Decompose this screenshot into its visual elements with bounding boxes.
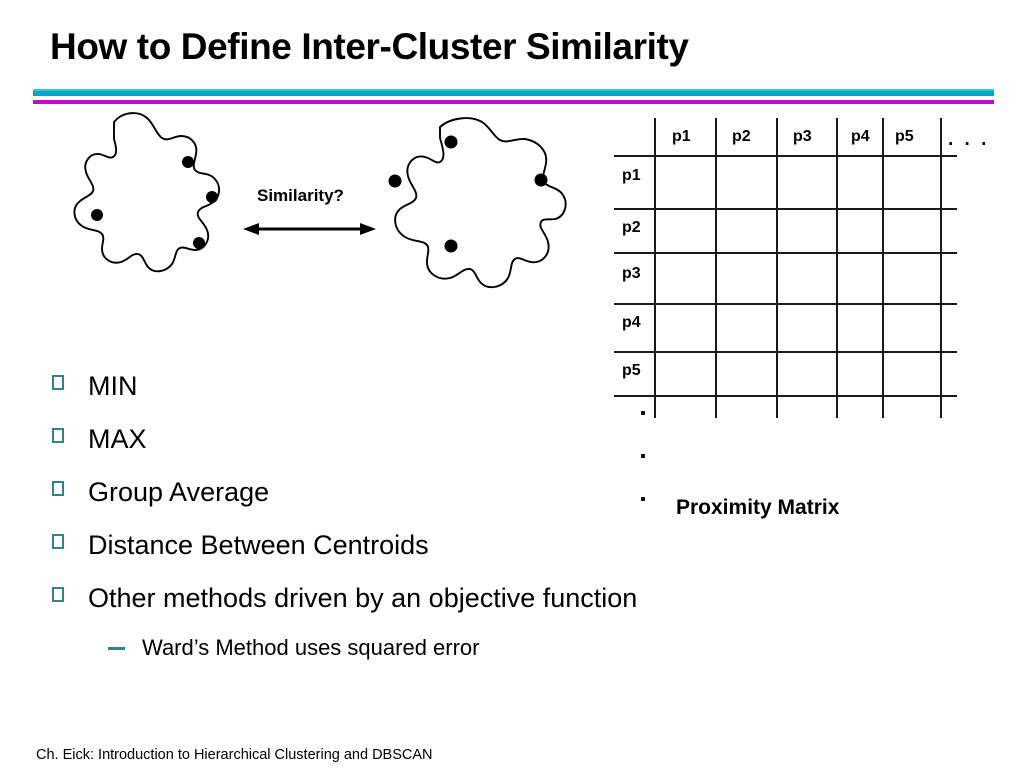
- matrix-gridline-horizontal: [614, 252, 957, 254]
- matrix-gridline-horizontal: [614, 155, 957, 157]
- list-item: Other methods driven by an objective fun…: [52, 578, 692, 619]
- list-item: MIN: [52, 366, 692, 407]
- matrix-row-ellipsis-dot: [641, 497, 645, 501]
- list-item: Group Average: [52, 472, 692, 513]
- matrix-gridline-horizontal: [614, 395, 957, 397]
- proximity-matrix-caption: Proximity Matrix: [676, 496, 840, 519]
- cluster-point: [193, 237, 205, 249]
- list-item-label: Other methods driven by an objective fun…: [88, 583, 638, 614]
- double-headed-arrow-icon: [243, 218, 376, 245]
- matrix-column-header-p3: p3: [793, 128, 812, 145]
- similarity-label: Similarity?: [257, 186, 344, 205]
- list-item: MAX: [52, 419, 692, 460]
- sub-list-item: Ward’s Method uses squared error: [108, 631, 692, 664]
- list-item-label: Group Average: [88, 477, 270, 508]
- divider: [33, 89, 994, 107]
- dash-bullet-icon: [108, 647, 125, 651]
- proximity-matrix: p1 p2 p3 p4 p5 . . . p1 p2 p3 p4 p5: [614, 118, 1009, 501]
- square-bullet-icon: [52, 481, 64, 497]
- matrix-row-header-p5: p5: [622, 362, 641, 379]
- square-bullet-icon: [52, 587, 64, 603]
- matrix-gridline-vertical: [715, 118, 717, 418]
- bullet-list: MIN MAX Group Average Distance Between C…: [52, 366, 692, 664]
- slide-footer: Ch. Eick: Introduction to Hierarchical C…: [36, 747, 433, 763]
- matrix-column-header-p1: p1: [672, 128, 691, 145]
- cluster-point: [206, 191, 218, 203]
- matrix-row-ellipsis-dot: [641, 411, 645, 415]
- list-item-label: Distance Between Centroids: [88, 530, 429, 561]
- matrix-gridline-horizontal: [614, 208, 957, 210]
- cluster-point: [444, 239, 458, 253]
- matrix-gridline-vertical: [882, 118, 884, 418]
- matrix-row-header-p4: p4: [622, 314, 641, 331]
- matrix-column-header-p4: p4: [851, 128, 870, 145]
- matrix-gridline-horizontal: [614, 303, 957, 305]
- matrix-row-header-p1: p1: [622, 167, 641, 184]
- matrix-gridline-horizontal: [614, 351, 957, 353]
- cluster-point: [534, 173, 548, 187]
- matrix-gridline-vertical: [836, 118, 838, 418]
- list-item-label: MIN: [88, 371, 138, 401]
- divider-cyan-light-band: [33, 89, 994, 91]
- page-title: How to Define Inter-Cluster Similarity: [50, 26, 689, 67]
- matrix-column-header-ellipsis: . . .: [948, 129, 990, 150]
- square-bullet-icon: [52, 534, 64, 550]
- matrix-column-header-p2: p2: [732, 128, 751, 145]
- divider-magenta-band: [33, 100, 994, 104]
- matrix-row-header-p3: p3: [622, 265, 641, 282]
- list-item: Distance Between Centroids: [52, 525, 692, 566]
- matrix-gridline-vertical: [654, 118, 656, 418]
- matrix-row-header-p2: p2: [622, 219, 641, 236]
- cluster-blob-right: [378, 112, 578, 312]
- cluster-point: [388, 174, 402, 188]
- divider-cyan-band: [33, 91, 994, 96]
- matrix-column-header-p5: p5: [895, 128, 914, 145]
- cluster-point: [444, 135, 458, 149]
- cluster-point: [182, 156, 194, 168]
- matrix-gridline-vertical: [940, 118, 942, 418]
- list-item-label: MAX: [88, 424, 147, 455]
- cluster-blob-left: [62, 110, 247, 325]
- matrix-gridline-vertical: [776, 118, 778, 418]
- square-bullet-icon: [52, 428, 64, 444]
- sub-list-item-label: Ward’s Method uses squared error: [142, 635, 480, 661]
- square-bullet-icon: [52, 375, 64, 390]
- cluster-point: [91, 209, 103, 221]
- matrix-row-ellipsis-dot: [641, 454, 645, 458]
